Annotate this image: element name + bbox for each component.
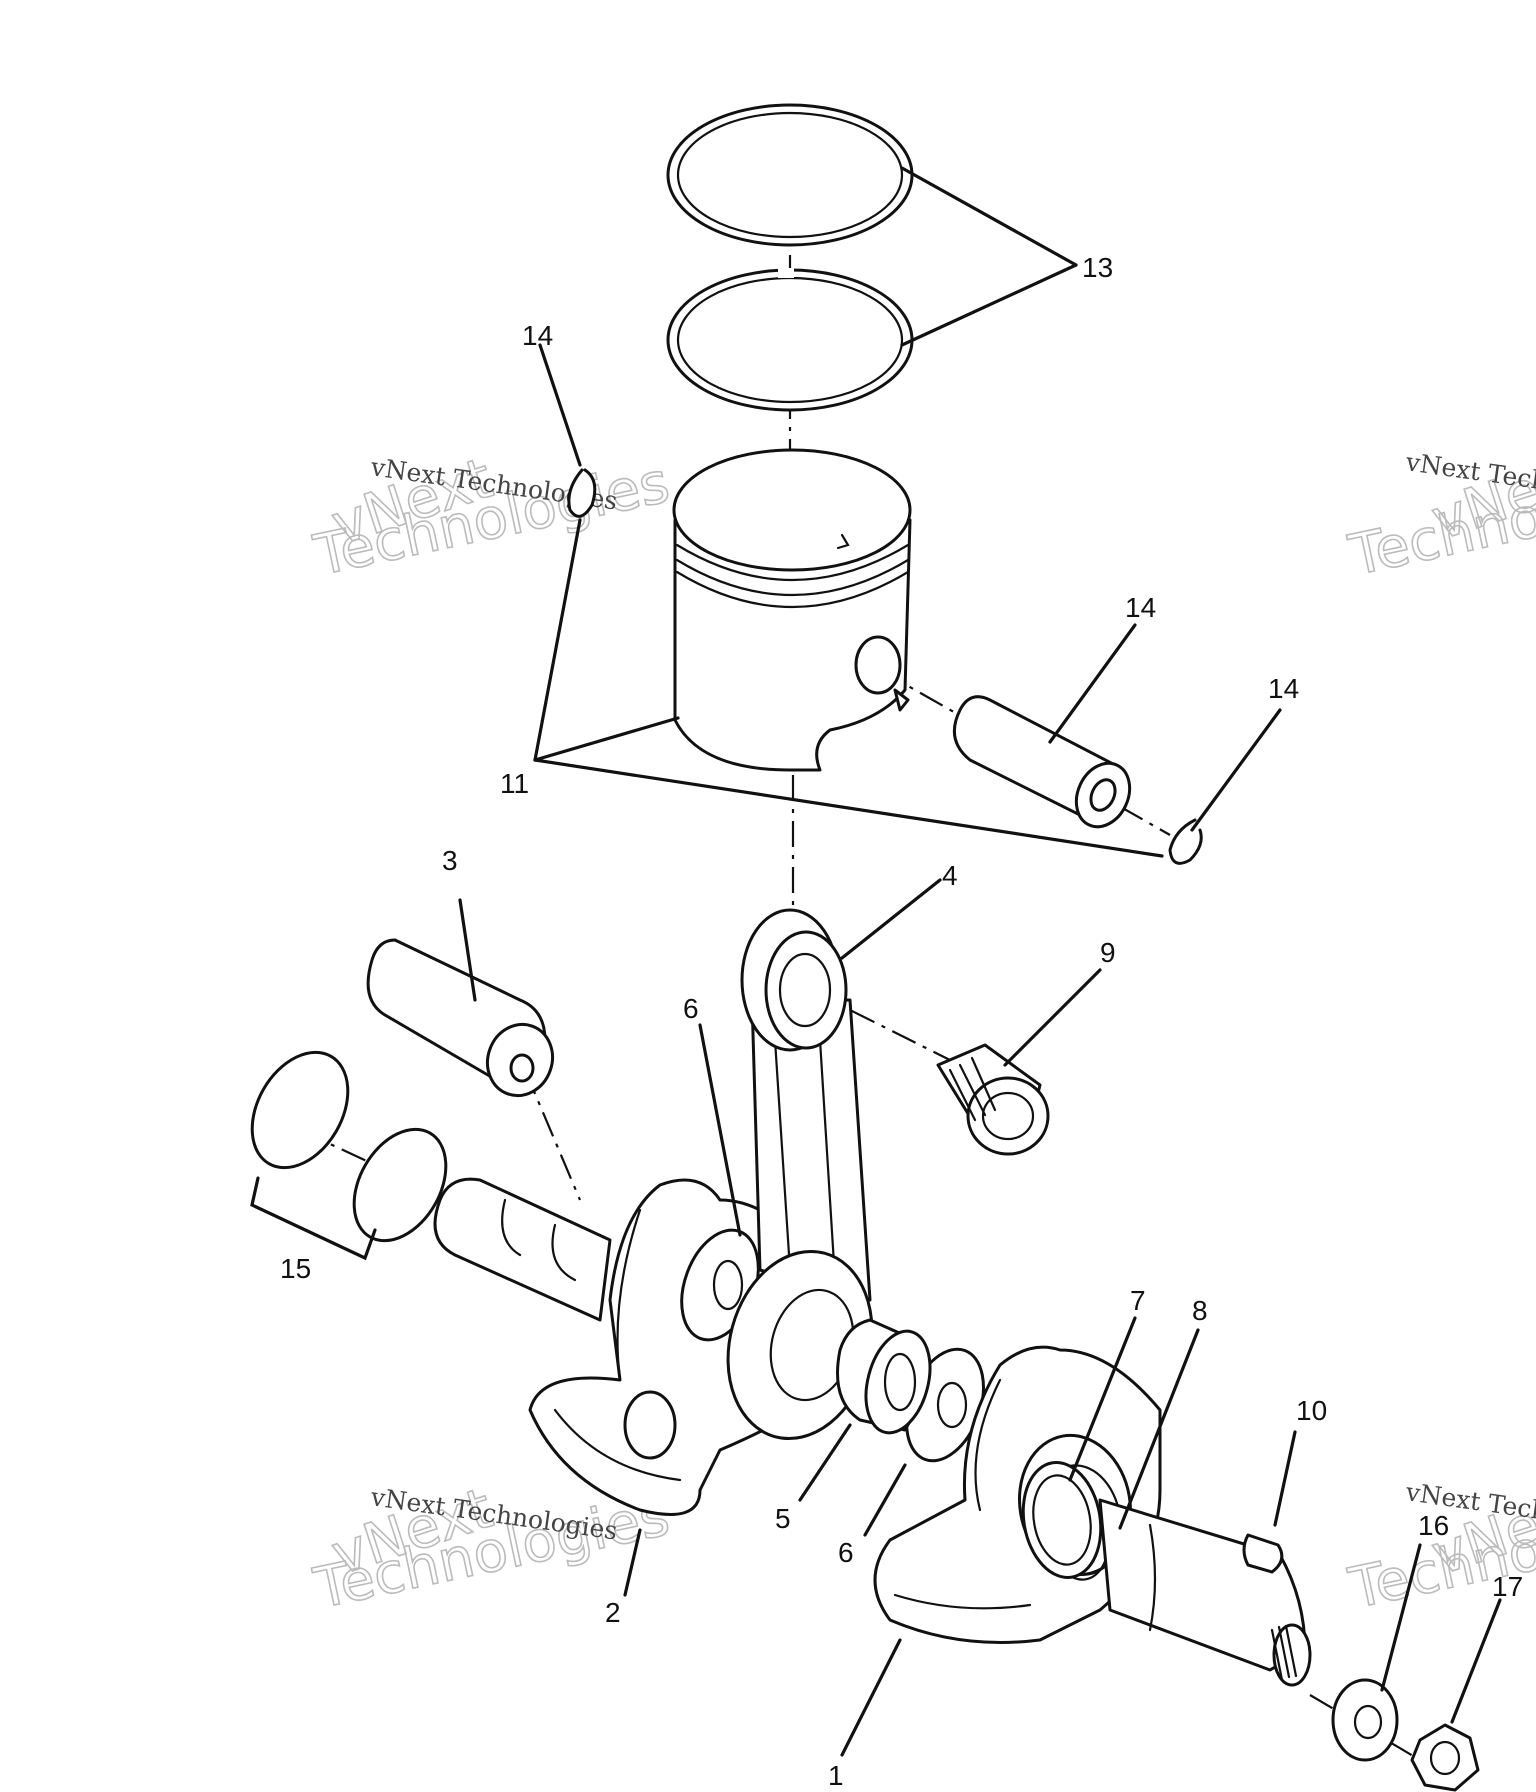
callout-1: 1 xyxy=(828,1760,844,1791)
callout-16: 16 xyxy=(1418,1510,1449,1541)
callout-9: 9 xyxy=(1100,937,1116,968)
callout-6-top: 6 xyxy=(683,993,699,1024)
callout-11: 11 xyxy=(500,768,529,799)
callout-14-top: 14 xyxy=(522,320,553,351)
callout-10: 10 xyxy=(1296,1395,1327,1426)
callout-4: 4 xyxy=(942,860,958,891)
piston xyxy=(672,448,912,772)
seal-outer xyxy=(250,1050,350,1170)
callout-2: 2 xyxy=(605,1597,621,1628)
seal-bracket xyxy=(250,1176,377,1261)
callout-12: 13 xyxy=(1082,252,1113,283)
flat-washer xyxy=(1331,1678,1399,1762)
callout-7: 7 xyxy=(1130,1285,1146,1316)
main-bearing xyxy=(1021,1461,1103,1579)
connecting-rod xyxy=(726,908,874,1441)
callout-14-right: 14 xyxy=(1268,673,1299,704)
watermark-top-right: vNext Technologies vNext Technologies xyxy=(1343,440,1536,590)
callout-3: 3 xyxy=(442,845,458,876)
callout-5: 5 xyxy=(775,1503,791,1534)
callout-17: 17 xyxy=(1492,1571,1523,1602)
woodruff-key xyxy=(1242,1533,1284,1574)
callout-15: 15 xyxy=(280,1253,311,1284)
callout-6-bottom: 6 xyxy=(838,1537,854,1568)
leader-lines xyxy=(458,166,1502,1757)
callout-8: 8 xyxy=(1192,1295,1208,1326)
circlip-left xyxy=(567,468,597,518)
piston-ring-bottom xyxy=(666,268,914,412)
big-end-bearing xyxy=(836,1318,932,1435)
callout-numbers: 13 14 14 14 11 3 4 9 6 15 7 8 10 5 16 6 … xyxy=(280,252,1523,1791)
hex-nut xyxy=(1410,1723,1480,1792)
piston-pin xyxy=(952,695,1132,829)
crank-pin xyxy=(366,938,554,1098)
needle-bearing xyxy=(936,1043,1050,1156)
seal-inner xyxy=(352,1127,448,1243)
callout-13: 14 xyxy=(1125,592,1156,623)
watermark-top-left: vNext Technologies vNext Technologies xyxy=(308,445,676,590)
circlip-right xyxy=(1168,818,1203,865)
piston-ring-top xyxy=(666,103,914,247)
